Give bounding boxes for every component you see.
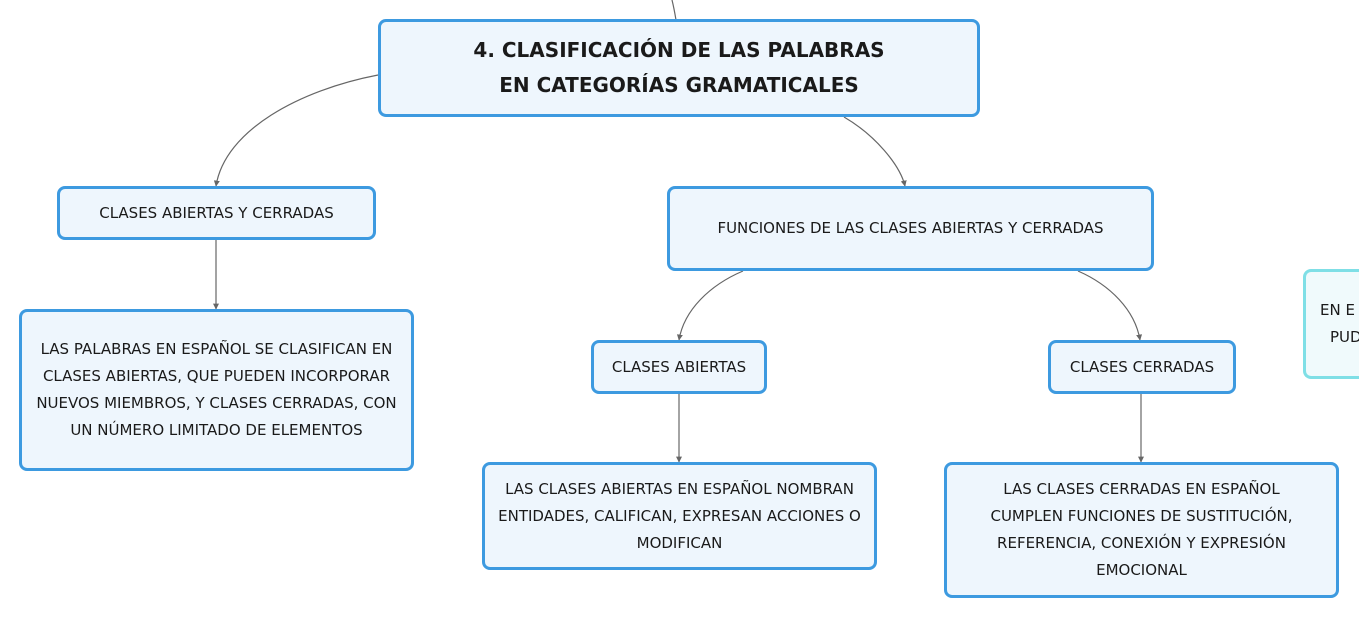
- root-node[interactable]: 4. CLASIFICACIÓN DE LAS PALABRAS EN CATE…: [378, 19, 980, 117]
- node-open-detail-text: LAS CLASES ABIERTAS EN ESPAÑOL NOMBRAN E…: [498, 479, 861, 552]
- node-open-closed-classes-text: CLASES ABIERTAS Y CERRADAS: [99, 203, 334, 222]
- node-clipped-right[interactable]: EN E PUD: [1303, 269, 1359, 379]
- node-open-detail[interactable]: LAS CLASES ABIERTAS EN ESPAÑOL NOMBRAN E…: [482, 462, 877, 570]
- node-functions-text: FUNCIONES DE LAS CLASES ABIERTAS Y CERRA…: [717, 219, 1104, 237]
- connector-parent-to-root: [671, 0, 677, 21]
- node-open-classes-text: CLASES ABIERTAS: [611, 357, 747, 376]
- node-left-detail-text: LAS PALABRAS EN ESPAÑOL SE CLASIFICAN EN…: [36, 340, 397, 439]
- node-closed-detail-text: LAS CLASES CERRADAS EN ESPAÑOL CUMPLEN F…: [990, 480, 1293, 579]
- node-functions[interactable]: FUNCIONES DE LAS CLASES ABIERTAS Y CERRA…: [667, 186, 1154, 271]
- connector-root-to-right: [843, 116, 907, 187]
- root-node-text: 4. CLASIFICACIÓN DE LAS PALABRAS EN CATE…: [473, 38, 885, 97]
- node-clipped-line1: EN E: [1320, 301, 1355, 319]
- node-open-classes[interactable]: CLASES ABIERTAS: [591, 340, 767, 394]
- connector-right-to-open: [676, 270, 744, 341]
- node-closed-classes[interactable]: CLASES CERRADAS: [1048, 340, 1236, 394]
- connector-root-to-left: [213, 74, 379, 187]
- node-closed-detail[interactable]: LAS CLASES CERRADAS EN ESPAÑOL CUMPLEN F…: [944, 462, 1339, 598]
- node-closed-classes-text: CLASES CERRADAS: [1069, 357, 1215, 376]
- node-clipped-line2: PUD: [1330, 328, 1359, 346]
- node-left-detail[interactable]: LAS PALABRAS EN ESPAÑOL SE CLASIFICAN EN…: [19, 309, 414, 471]
- node-open-closed-classes[interactable]: CLASES ABIERTAS Y CERRADAS: [57, 186, 376, 240]
- connector-right-to-closed: [1077, 270, 1143, 341]
